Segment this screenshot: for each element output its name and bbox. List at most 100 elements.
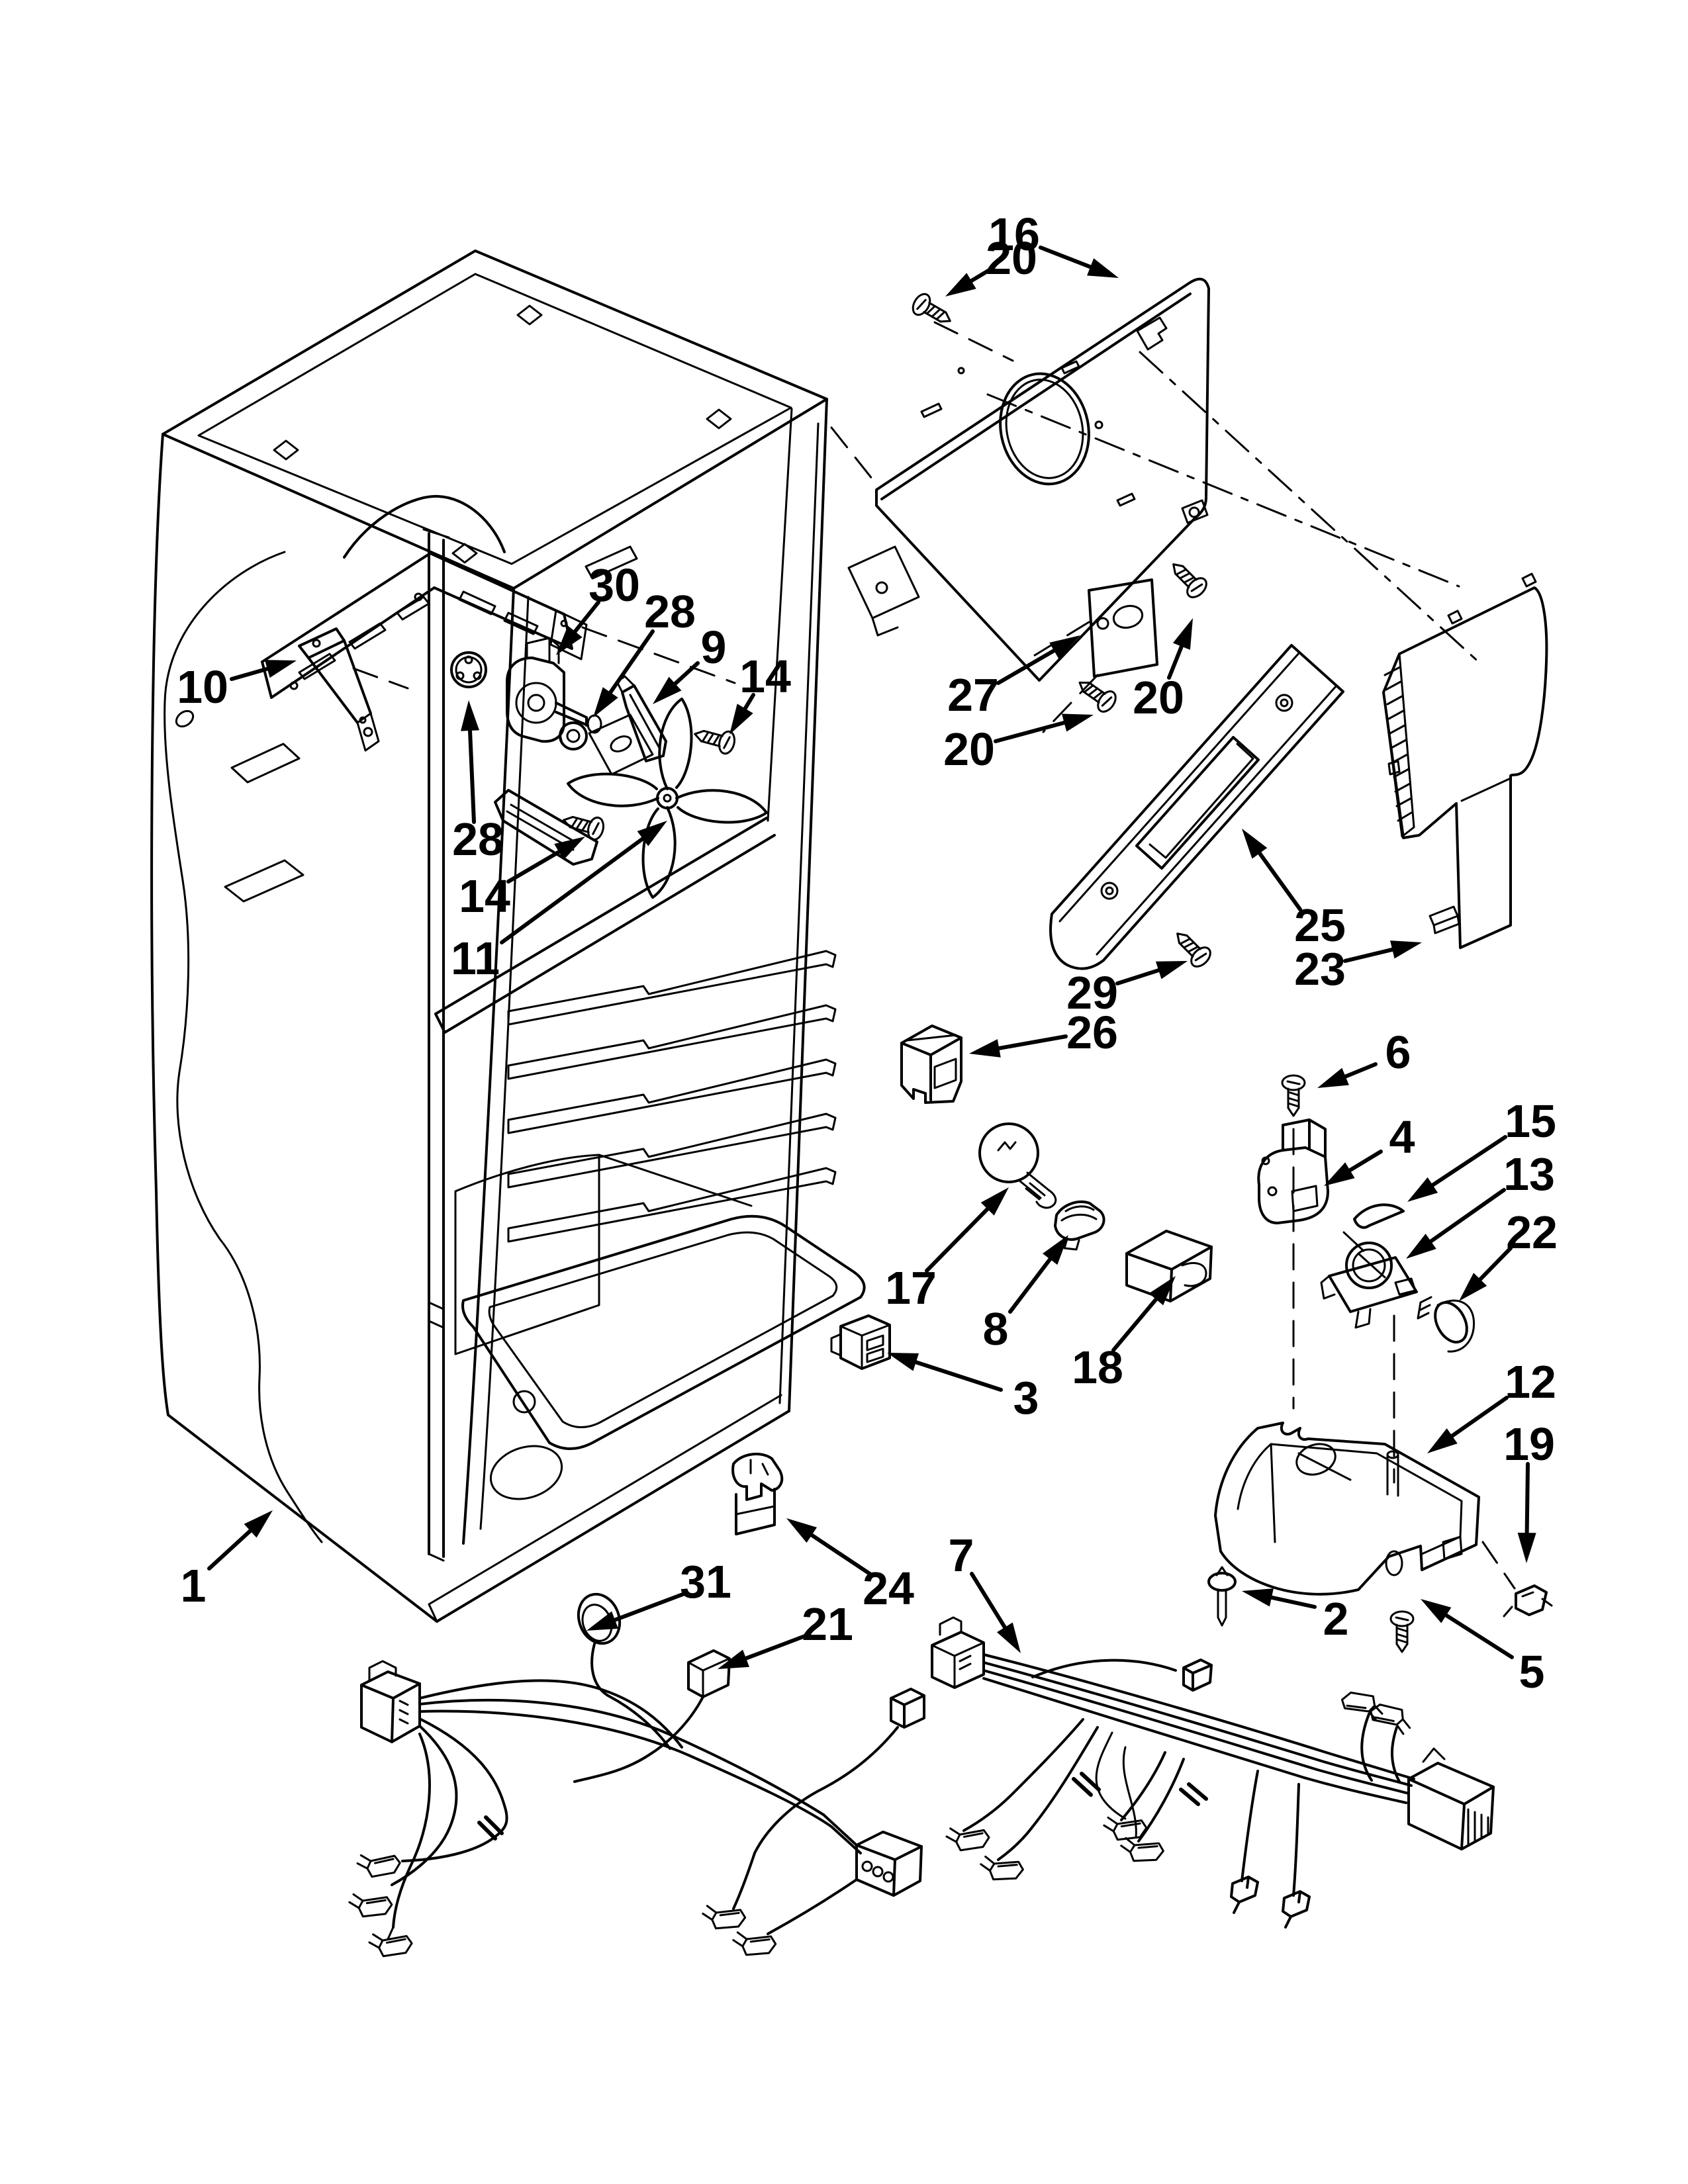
spade-terminal [346,1888,395,1924]
clip-terminal [1230,1876,1259,1914]
part-number-label: 16 [988,208,1040,260]
mullion-strip [422,528,450,1562]
control-cover-23 [1382,572,1548,949]
top-hole [516,304,543,326]
harness-left [346,1592,925,1963]
arrowhead-icon [1421,1599,1452,1623]
part-number-label: 27 [947,669,999,721]
part-number-label: 4 [1389,1111,1415,1163]
screw-6 [1281,1074,1306,1117]
arrowhead-icon [996,1622,1021,1653]
callout-17: 17 [885,1187,1009,1314]
part-number-label: 6 [1385,1026,1411,1078]
top-hole [273,439,299,461]
leader-line-23 [1343,947,1395,963]
callout-31: 31 [586,1556,731,1631]
screw-20 [908,290,957,332]
connector-3 [830,1314,891,1370]
part-number-label: 30 [588,559,640,611]
bracket-10 [298,627,380,752]
thermistor-2 [1207,1566,1237,1627]
leader-line-31 [613,1592,686,1622]
callout-2: 2 [1242,1588,1348,1645]
liner-cabinet [150,250,920,1623]
spade-terminal [354,1848,402,1882]
part-number-label: 29 [1066,967,1118,1019]
harness-right [931,1616,1495,1929]
relay-4 [1257,1118,1329,1224]
leader-line-20 [969,267,994,283]
arrowhead-icon [1149,1276,1176,1306]
top-hole [451,543,478,564]
part-number-label: 1 [181,1560,207,1612]
leader-line-12 [1450,1396,1509,1438]
callout-26: 26 [969,1007,1118,1058]
arrowhead-icon [1242,1588,1274,1607]
callout-23: 23 [1294,940,1422,995]
arrowhead-icon [593,687,618,717]
arrowhead-icon [637,821,667,846]
harness-right-main-connector [931,1616,985,1689]
leader-line-20 [1167,644,1184,680]
leader-line-9 [673,661,700,686]
arrowhead-icon [1043,1235,1068,1265]
bulb-socket-8 [1054,1201,1105,1251]
leader-line-28 [467,728,476,824]
callout-16: 16 [988,208,1119,278]
knob-22 [1417,1296,1476,1353]
part-number-label: 13 [1503,1148,1555,1200]
part-number-label: 3 [1013,1372,1039,1424]
callout-28: 28 [593,586,696,717]
part-number-label: 20 [943,723,995,775]
leader-line-13 [1429,1188,1506,1244]
leader-line-8 [1008,1257,1053,1314]
callout-9: 9 [653,621,726,704]
callout-20: 20 [1133,618,1193,723]
part-number-label: 23 [1294,943,1346,995]
thermostat-13 [1320,1231,1418,1329]
leader-line-27 [996,649,1056,685]
callout-18: 18 [1072,1276,1176,1393]
arrowhead-icon [729,704,753,735]
arrowhead-icon [1155,961,1188,979]
arrowhead-icon [244,1510,273,1538]
leader-line-6 [1343,1062,1378,1079]
arrowhead-icon [945,273,976,296]
crisper-pan [454,1154,866,1500]
part-number-label: 25 [1294,899,1346,951]
arrowhead-icon [1242,829,1268,859]
clip-terminal [1282,1890,1311,1929]
harness-left-main-connector [360,1660,421,1743]
back-panel-16 [830,277,1484,733]
grommet-28 [450,651,487,688]
callout-4: 4 [1324,1111,1415,1186]
leader-line-14 [743,693,755,711]
part-number-label: 14 [739,651,791,702]
plate-27 [1031,578,1158,733]
part-number-label: 18 [1072,1342,1123,1393]
callout-7: 7 [949,1529,1021,1653]
leader-line-30 [573,600,600,634]
callout-13: 13 [1406,1148,1555,1259]
arrowhead-icon [1427,1428,1458,1453]
callout-12: 12 [1427,1356,1556,1453]
arrowhead-icon [586,1611,618,1631]
part-number-label: 22 [1506,1206,1558,1258]
washer-28 [559,721,588,751]
arrowhead-icon [1317,1068,1349,1088]
callout-1: 1 [181,1510,273,1612]
leader-line-26 [997,1034,1068,1050]
arrowhead-icon [1406,1234,1436,1259]
part-number-label: 19 [1503,1418,1555,1470]
fan-blade-11 [567,698,768,899]
arrowhead-icon [1049,635,1080,659]
leader-line-14 [506,850,561,884]
callout-15: 15 [1407,1095,1556,1202]
arrowhead-icon [461,700,479,731]
part-number-label: 2 [1323,1593,1349,1645]
arrowhead-icon [786,1518,818,1543]
fan-motor-30 [506,637,602,743]
screw-14 [690,722,738,756]
arrowhead-icon [554,837,585,860]
arrowhead-icon [264,660,297,678]
